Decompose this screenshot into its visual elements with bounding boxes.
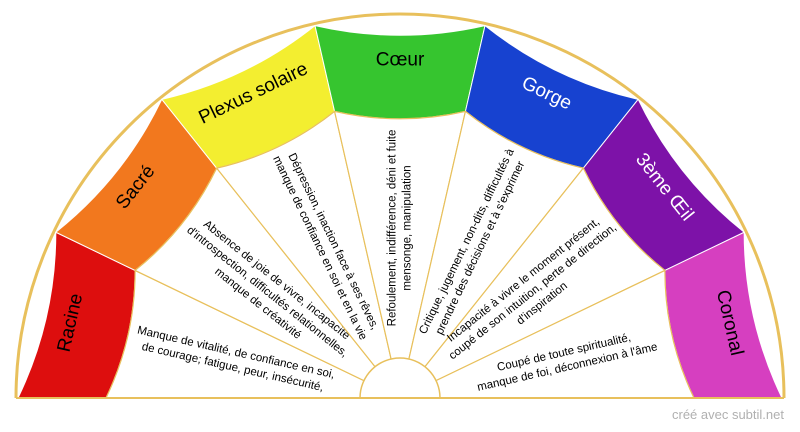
description-line: mensonge, manipulation [402,165,414,290]
segment-coeur [314,24,486,120]
outer-border [14,12,786,399]
center-hub [359,357,441,399]
description-line: Refoulement, indifférence, déni et fuite [387,130,399,327]
chakra-label-coeur: Cœur [376,50,425,71]
credit-text: créé avec subtil.net [671,407,784,422]
